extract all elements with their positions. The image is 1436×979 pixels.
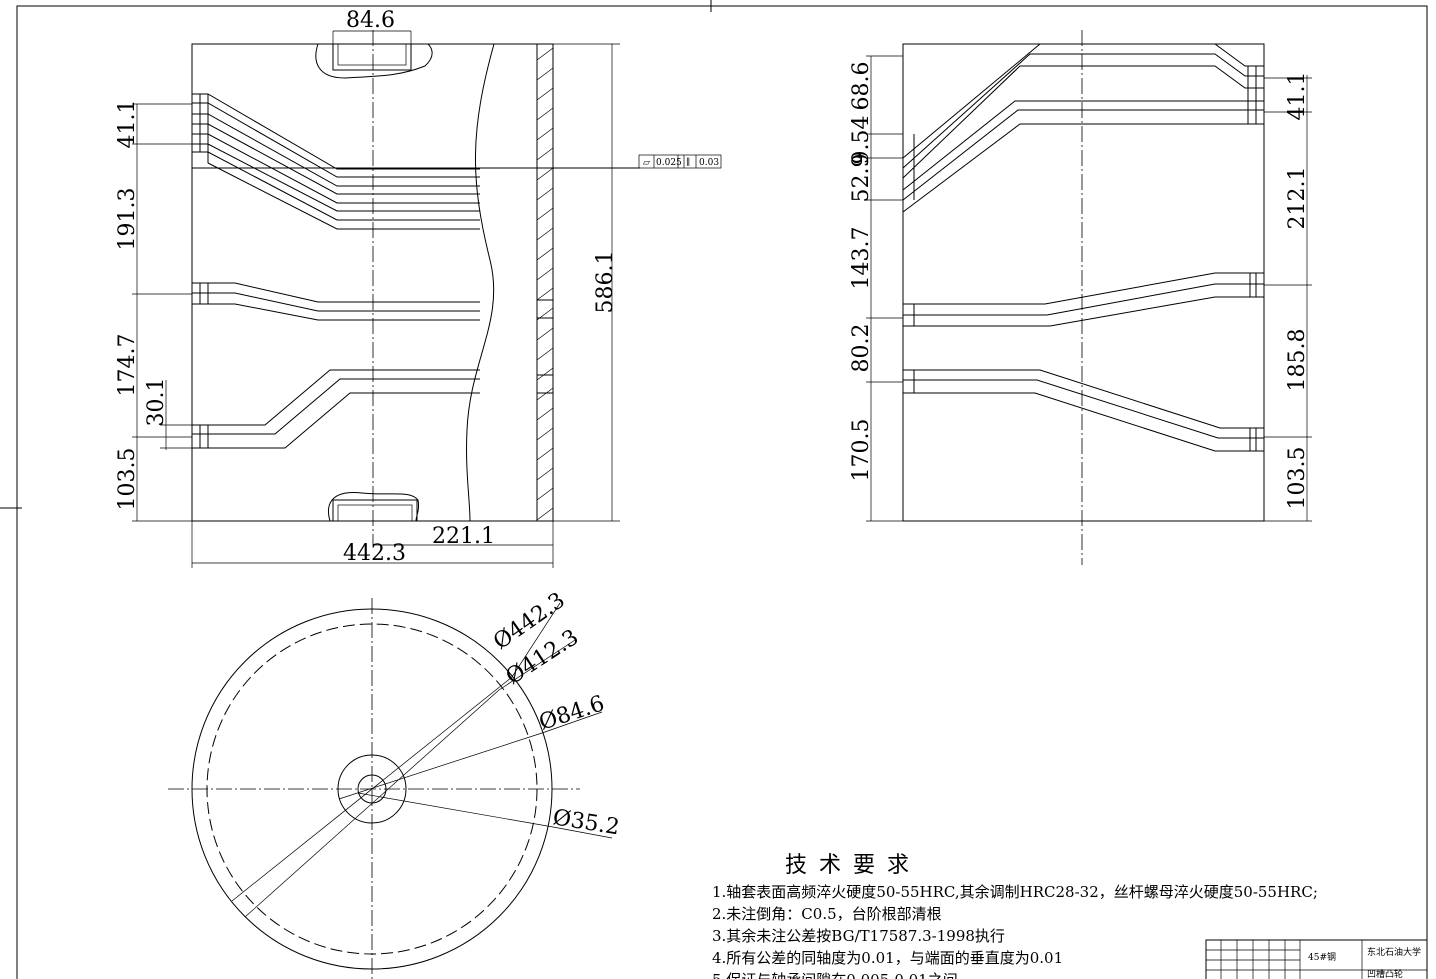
tolerance-value-1: 0.025 xyxy=(656,158,682,168)
side-view: 68.6 9.54 52.9 143.7 80.2 170.5 41.1 212… xyxy=(849,30,1312,565)
dim-radius: 221.1 xyxy=(432,524,495,549)
requirement-item: 3.其余未注公差按BG/T17587.3-1998执行 xyxy=(712,927,1005,945)
dim-width: 442.3 xyxy=(343,541,406,566)
dim-height: 586.1 xyxy=(593,251,618,314)
front-view: ⏥ 0.025 ∥ 0.03 84.6 221.1 442.3 58 xyxy=(115,8,722,568)
requirement-item: 4.所有公差的同轴度为0.01，与端面的垂直度为0.01 xyxy=(712,949,1063,967)
title-block: 45#钢 东北石油大学 凹槽凸轮 xyxy=(1205,939,1428,979)
technical-requirements: 技术要求 1.轴套表面高频淬火硬度50-55HRC,其余调制HRC28-32，丝… xyxy=(712,853,1318,979)
title-block-part-name: 凹槽凸轮 xyxy=(1367,968,1403,979)
dim-left-5: 80.2 xyxy=(849,324,874,373)
dim-offset-3: 174.7 xyxy=(115,334,140,397)
dim-right-2: 212.1 xyxy=(1285,167,1310,230)
dim-left-1: 68.6 xyxy=(849,62,874,111)
requirement-item: 2.未注倒角：C0.5，台阶根部清根 xyxy=(712,905,942,923)
dim-top-bore: 84.6 xyxy=(346,8,395,33)
title-block-school: 东北石油大学 xyxy=(1367,946,1421,958)
dim-offset-4: 30.1 xyxy=(144,378,169,427)
dim-d3: Ø84.6 xyxy=(536,691,607,735)
dim-left-3: 52.9 xyxy=(849,154,874,203)
dim-left-4: 143.7 xyxy=(849,227,874,290)
requirement-item: 5.保证与轴承间隙在0.005-0.01之间 xyxy=(712,971,958,979)
end-view: Ø442.3 Ø412.3 Ø84.6 Ø35.2 xyxy=(168,588,621,979)
dim-offset-1: 41.1 xyxy=(115,100,140,149)
dim-left-2: 9.54 xyxy=(849,116,874,165)
tolerance-value-2: 0.03 xyxy=(699,158,719,168)
dim-right-1: 41.1 xyxy=(1285,72,1310,121)
dim-offset-5: 103.5 xyxy=(115,448,140,511)
dim-offset-2: 191.3 xyxy=(115,188,140,251)
parallel-symbol-icon: ∥ xyxy=(686,157,690,168)
tolerance-frame: ⏥ 0.025 ∥ 0.03 xyxy=(638,154,722,169)
dim-right-4: 103.5 xyxy=(1285,447,1310,510)
title-block-material: 45#钢 xyxy=(1308,951,1336,963)
flatness-symbol-icon: ⏥ xyxy=(643,158,650,168)
requirement-item: 1.轴套表面高频淬火硬度50-55HRC,其余调制HRC28-32，丝杆螺母淬火… xyxy=(712,883,1318,901)
dim-left-6: 170.5 xyxy=(849,419,874,482)
requirements-title: 技术要求 xyxy=(785,853,921,878)
dim-d4: Ø35.2 xyxy=(551,805,621,840)
dim-right-3: 185.8 xyxy=(1285,329,1310,392)
